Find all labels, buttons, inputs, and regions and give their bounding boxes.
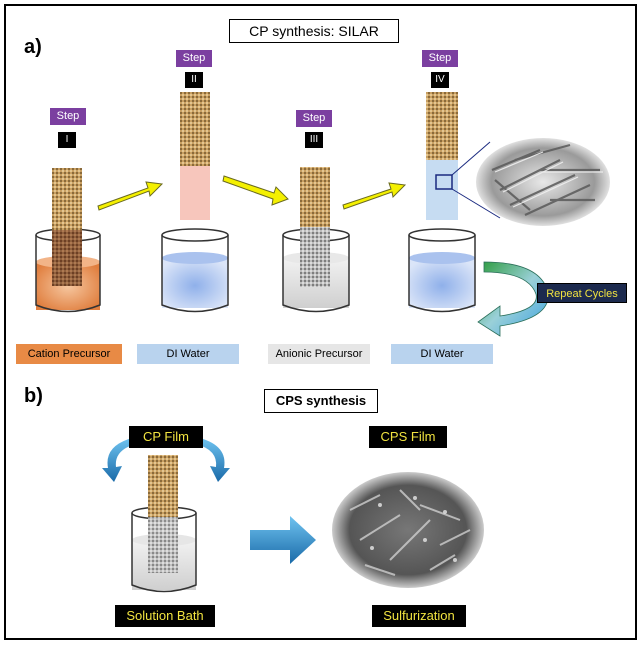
step-tag-2: Step <box>176 50 212 67</box>
arrow-step2-to-3 <box>222 175 289 206</box>
curved-arrow-right <box>196 438 230 482</box>
substrate-cp-film-immersed <box>148 517 178 573</box>
figure-frame <box>4 4 637 640</box>
panel-letter-a: a) <box>24 36 42 58</box>
panel-a-title: CP synthesis: SILAR <box>229 19 399 43</box>
label-solution-bath: Solution Bath <box>115 605 215 627</box>
panel-b-title: CPS synthesis <box>264 389 378 413</box>
beaker-di-water-1 <box>161 228 229 313</box>
label-cp-film: CP Film <box>129 426 203 448</box>
label-repeat-cycles: Repeat Cycles <box>537 283 627 303</box>
step-numeral-2: II <box>185 72 203 88</box>
repeat-cycle-arrow <box>477 261 549 337</box>
substrate-step4 <box>426 92 458 160</box>
label-di-water-1: DI Water <box>137 344 239 364</box>
step-numeral-4: IV <box>431 72 449 88</box>
zoom-line-top <box>451 141 491 176</box>
label-cps-film: CPS Film <box>369 426 447 448</box>
label-anionic-precursor: Anionic Precursor <box>268 344 370 364</box>
substrate-cp-film <box>148 455 178 517</box>
step-tag-3: Step <box>296 110 332 127</box>
step-tag-4: Step <box>422 50 458 67</box>
panel-letter-b: b) <box>24 385 43 407</box>
zoom-box <box>435 174 453 190</box>
zoom-line-bottom <box>451 188 501 219</box>
substrate-step2 <box>180 92 210 166</box>
substrate-step3-immersed <box>300 227 330 287</box>
step-numeral-1: I <box>58 132 76 148</box>
arrow-step1-to-2 <box>97 181 164 211</box>
curved-arrow-left <box>102 438 136 482</box>
step-numeral-3: III <box>305 132 323 148</box>
label-di-water-2: DI Water <box>391 344 493 364</box>
sem-image-cps <box>332 472 484 588</box>
substrate-step4-coated <box>426 160 458 220</box>
step-tag-1: Step <box>50 108 86 125</box>
substrate-step3 <box>300 167 330 227</box>
sem-image-cp-nanosheets <box>476 138 610 226</box>
arrow-step3-to-4 <box>342 182 407 210</box>
label-cation-precursor: Cation Precursor <box>16 344 122 364</box>
beaker-di-water-2 <box>408 228 476 313</box>
label-sulfurization: Sulfurization <box>372 605 466 627</box>
substrate-step2-coated <box>180 166 210 220</box>
arrow-to-sulfurization <box>250 516 316 564</box>
substrate-step1-immersed <box>52 230 82 286</box>
